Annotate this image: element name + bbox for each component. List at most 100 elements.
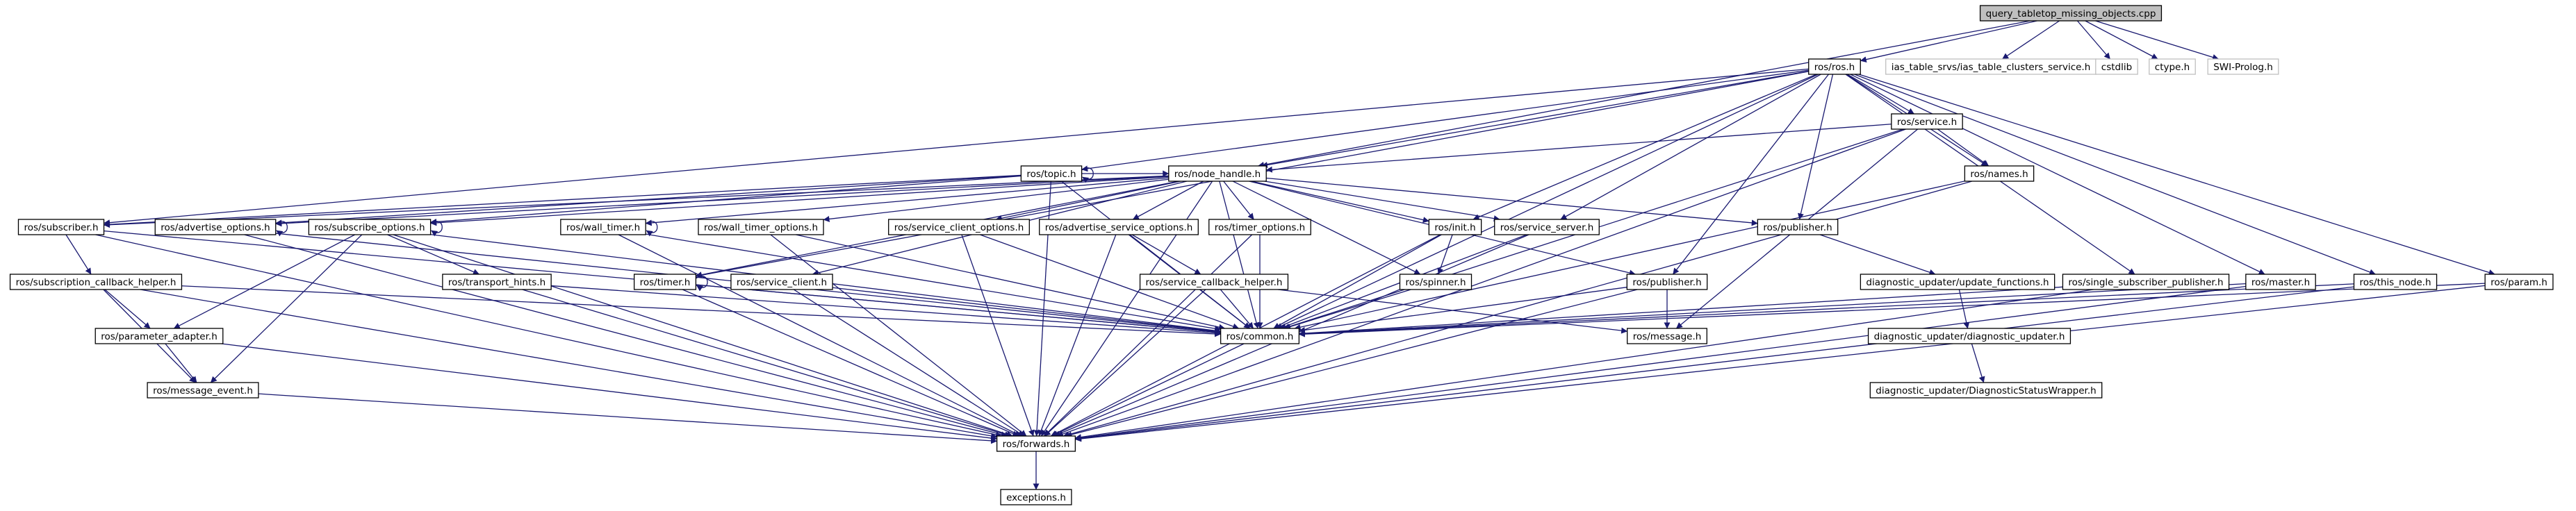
node-service-client-options-h[interactable]: ros/service_client_options.h	[888, 219, 1030, 235]
edge-service-callback-helper-h-to-forwards-h	[1044, 289, 1206, 437]
node-label: ros/param.h	[2491, 277, 2548, 288]
node-box	[2062, 274, 2230, 290]
node-service-h[interactable]: ros/service.h	[1891, 113, 1963, 130]
node-label: ros/message.h	[1633, 331, 1702, 342]
node-master-h[interactable]: ros/master.h	[2245, 274, 2316, 290]
node-label: ros/transport_hints.h	[448, 277, 545, 288]
edge-node-handle-h-to-service-client-options-h	[995, 181, 1181, 221]
node-box	[1867, 328, 2072, 344]
node-subscribe-options-h[interactable]: ros/subscribe_options.h	[308, 219, 432, 235]
node-forwards-h[interactable]: ros/forwards.h	[996, 435, 1076, 452]
node-timer-options-h[interactable]: ros/timer_options.h	[1208, 219, 1311, 235]
node-label: diagnostic_updater/update_functions.h	[1866, 277, 2049, 288]
edge-subscription-callback-helper-h-to-parameter-adapter-h	[104, 289, 151, 329]
node-box	[1000, 489, 1072, 505]
edge-this-node-h-to-forwards-h	[1074, 286, 2354, 442]
node-label: ros/names.h	[1970, 169, 2028, 180]
node-service-server-h[interactable]: ros/service_server.h	[1494, 219, 1600, 235]
node-spinner-h[interactable]: ros/spinner.h	[1399, 274, 1472, 290]
node-timer-h[interactable]: ros/timer.h	[633, 274, 697, 290]
node-label: ros/subscription_callback_helper.h	[16, 277, 177, 288]
node-exceptions-h[interactable]: exceptions.h	[1000, 489, 1072, 505]
node-names-h[interactable]: ros/names.h	[1964, 165, 2035, 182]
node-swi[interactable]: SWI-Prolog.h	[2207, 58, 2279, 75]
edge-node-handle-h-to-timer-options-h	[1223, 181, 1254, 220]
node-label: ros/spinner.h	[1405, 277, 1466, 288]
node-box	[442, 274, 552, 290]
node-wall-timer-h[interactable]: ros/wall_timer.h	[560, 219, 646, 235]
node-label: ros/topic.h	[1026, 169, 1076, 180]
node-box	[730, 274, 833, 290]
node-service-client-h[interactable]: ros/service_client.h	[730, 274, 833, 290]
node-box	[154, 219, 277, 235]
edge-topic-h-to-subscriber-h	[104, 174, 1022, 228]
edge-init-h-to-common-h	[1273, 234, 1442, 329]
node-node-handle-h[interactable]: ros/node_handle.h	[1168, 165, 1267, 182]
node-root[interactable]: query_tabletop_missing_objects.cpp	[1979, 5, 2163, 22]
edge-timer-options-h-to-forwards-h	[1043, 234, 1253, 437]
edge-advertise-options-h-to-advertise-options-h	[275, 221, 288, 237]
edge-node-handle-h-to-publisher-a-h	[1266, 177, 1758, 226]
edge-ros-h-to-this-node-h	[1854, 74, 2376, 276]
node-ias-srv[interactable]: ias_table_srvs/ias_table_clusters_servic…	[1885, 58, 2097, 75]
node-box	[1860, 274, 2056, 290]
node-box	[1428, 219, 1482, 235]
edge-transport-hints-h-to-common-h	[551, 285, 1222, 336]
edge-wall-timer-options-h-to-forwards-h	[770, 234, 1027, 437]
node-this-node-h[interactable]: ros/this_node.h	[2353, 274, 2438, 290]
node-label: SWI-Prolog.h	[2213, 62, 2273, 73]
node-box	[1168, 165, 1267, 182]
node-box	[2095, 58, 2138, 75]
node-topic-h[interactable]: ros/topic.h	[1020, 165, 1083, 182]
node-label: ias_table_srvs/ias_table_clusters_servic…	[1892, 62, 2091, 73]
node-box	[1139, 274, 1289, 290]
node-cstdlib[interactable]: cstdlib	[2095, 58, 2138, 75]
edge-root-to-ros-h	[1860, 20, 2037, 63]
node-box	[1626, 274, 1708, 290]
node-wall-timer-options-h[interactable]: ros/wall_timer_options.h	[698, 219, 824, 235]
node-box	[1208, 219, 1311, 235]
edge-diagnostic-updater-h-to-status-wrapper-h	[1971, 343, 1985, 383]
node-advertise-options-h[interactable]: ros/advertise_options.h	[154, 219, 277, 235]
node-publisher-b-h[interactable]: ros/publisher.h	[1626, 274, 1708, 290]
node-subscription-callback-helper-h[interactable]: ros/subscription_callback_helper.h	[9, 274, 183, 290]
node-box	[560, 219, 646, 235]
node-box	[1020, 165, 1083, 182]
node-subscriber-h[interactable]: ros/subscriber.h	[17, 219, 105, 235]
edge-advertise-options-h-to-forwards-h	[244, 234, 1008, 438]
node-box	[996, 435, 1076, 452]
node-status-wrapper-h[interactable]: diagnostic_updater/DiagnosticStatusWrapp…	[1869, 382, 2103, 399]
node-message-h[interactable]: ros/message.h	[1627, 328, 1707, 344]
node-advertise-service-options-h[interactable]: ros/advertise_service_options.h	[1039, 219, 1199, 235]
node-publisher-a-h[interactable]: ros/publisher.h	[1757, 219, 1839, 235]
node-single-subscriber-publisher-h[interactable]: ros/single_subscriber_publisher.h	[2062, 274, 2230, 290]
node-label: ros/advertise_options.h	[161, 222, 270, 233]
edge-node-handle-h-to-service-server-h	[1264, 181, 1500, 222]
node-label: exceptions.h	[1006, 492, 1066, 503]
edge-service-client-h-to-common-h	[832, 287, 1222, 335]
node-param-h[interactable]: ros/param.h	[2484, 274, 2554, 290]
node-box	[1039, 219, 1199, 235]
node-service-callback-helper-h[interactable]: ros/service_callback_helper.h	[1139, 274, 1289, 290]
edge-publisher-a-h-to-update-functions-h	[1819, 234, 1936, 276]
edge-node-handle-h-to-subscriber-h	[104, 175, 1169, 228]
node-update-functions-h[interactable]: diagnostic_updater/update_functions.h	[1860, 274, 2056, 290]
node-parameter-adapter-h[interactable]: ros/parameter_adapter.h	[95, 328, 224, 344]
node-common-h[interactable]: ros/common.h	[1220, 328, 1300, 344]
node-transport-hints-h[interactable]: ros/transport_hints.h	[442, 274, 552, 290]
node-ctype[interactable]: ctype.h	[2149, 58, 2196, 75]
edge-root-to-ias-srv	[2002, 20, 2060, 60]
node-message-event-h[interactable]: ros/message_event.h	[147, 382, 259, 399]
edge-node-handle-h-to-spinner-h	[1232, 181, 1421, 275]
node-diagnostic-updater-h[interactable]: diagnostic_updater/diagnostic_updater.h	[1867, 328, 2072, 344]
edges-layer	[65, 20, 2495, 490]
edge-node-handle-h-to-advertise-service-options-h	[1132, 181, 1204, 220]
node-box	[1494, 219, 1600, 235]
node-ros-h[interactable]: ros/ros.h	[1808, 58, 1861, 75]
node-box	[1399, 274, 1472, 290]
node-label: ros/service.h	[1897, 117, 1957, 128]
node-box	[633, 274, 697, 290]
node-label: ros/publisher.h	[1763, 222, 1832, 233]
node-init-h[interactable]: ros/init.h	[1428, 219, 1482, 235]
edge-service-client-options-h-to-forwards-h	[961, 234, 1035, 437]
